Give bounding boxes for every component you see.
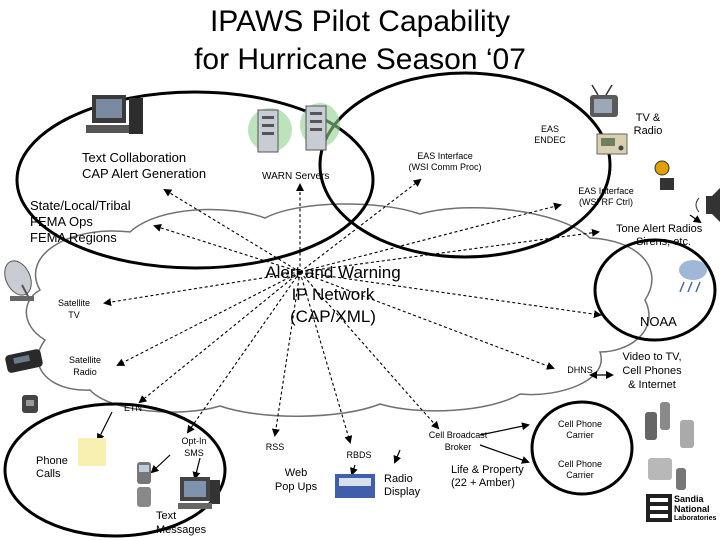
rbds-label: RBDS — [346, 450, 372, 460]
weather-icon — [679, 260, 707, 293]
cloud-label-line-1: Alert and Warning — [265, 263, 401, 282]
television-icon — [590, 84, 618, 117]
eas-interface-comm-label: EAS Interface — [417, 151, 473, 161]
loudspeaker-icon — [695, 188, 720, 222]
phone-ellipse — [3, 402, 227, 538]
sandia-logo-line-3: Laboratories — [674, 515, 717, 522]
network-connectors — [103, 178, 602, 444]
cell-carrier-a-label: Cell Phone — [557, 419, 603, 429]
eas-interface-rf-label: EAS Interface — [578, 186, 634, 196]
endec-label: ENDEC — [534, 135, 566, 145]
cloud-label-line-3: (CAP/XML) — [290, 307, 376, 326]
cell-carrier-a-sub-label: Carrier — [566, 430, 594, 440]
page-title-line-2: for Hurricane Season ‘07 — [194, 43, 526, 76]
page-title-line-1: IPAWS Pilot Capability — [209, 5, 511, 38]
satellite-tv-sub-label: TV — [68, 310, 80, 320]
noaa-label: NOAA — [640, 314, 677, 329]
cell-carrier-ellipse — [530, 400, 634, 496]
fema-regions-label: FEMA Regions — [30, 230, 117, 245]
desktop-computer-icon — [178, 477, 220, 509]
opt-in-label: Opt-In — [181, 436, 207, 446]
video-to-tv-label: Video to TV, — [622, 351, 682, 363]
telephone-icon — [22, 395, 38, 413]
radio-label: Radio — [384, 473, 413, 485]
text-collaboration-label: Text Collaboration — [82, 150, 187, 165]
satellite-dish-icon — [4, 260, 34, 301]
eas-endec-device-icon — [596, 133, 628, 155]
rss-label: RSS — [265, 442, 285, 452]
eas-interface-comm-sub-label: (WSI Comm Proc) — [408, 162, 482, 172]
broker-label: Broker — [444, 442, 472, 452]
tv-radio-sub-label: Radio — [633, 125, 663, 137]
amber-label: (22 + Amber) — [451, 477, 515, 489]
sms-label: SMS — [184, 448, 204, 458]
text-label: Text — [156, 510, 177, 522]
tv-radio-label: TV & — [635, 112, 661, 124]
satellite-radio-label: Satellite — [68, 355, 102, 365]
satellite-radio-sub-label: Radio — [73, 367, 97, 377]
pop-ups-label: Pop Ups — [274, 481, 318, 493]
display-label: Display — [384, 486, 421, 498]
etn-label: ETN — [124, 403, 142, 413]
noaa-ellipse — [593, 238, 717, 342]
state-local-tribal-label: State/Local/Tribal — [30, 198, 131, 213]
sandia-logo-line-1: Sandia — [674, 494, 704, 504]
sirens-label: Sirens, etc. — [636, 236, 692, 248]
sandia-logo-line-2: National — [674, 504, 710, 514]
phone-calls-box — [78, 438, 106, 466]
federal-ellipse — [15, 90, 375, 270]
calls-label: Calls — [36, 468, 61, 480]
cell-carrier-b-label: Cell Phone — [557, 459, 603, 469]
cell-phone-icon — [137, 402, 694, 507]
eas-ellipse — [318, 71, 612, 259]
messages-label: Messages — [156, 524, 207, 536]
satellite-tv-label: Satellite — [57, 298, 91, 308]
computer-workstation-icon — [86, 95, 143, 134]
radio-display-icon — [335, 474, 375, 498]
server-rack-icon — [248, 103, 340, 153]
solid-connectors — [97, 214, 702, 480]
eas-interface-rf-sub-label: (WSI RF Ctrl) — [579, 197, 633, 207]
warn-servers-label: WARN Servers — [262, 171, 330, 182]
sandia-logo-icon — [646, 494, 672, 522]
siren-icon — [654, 160, 674, 190]
cap-alert-generation-label: CAP Alert Generation — [82, 166, 207, 181]
fema-ops-label: FEMA Ops — [30, 214, 93, 229]
tone-alert-radios-label: Tone Alert Radios — [616, 223, 703, 235]
phone-label: Phone — [36, 455, 68, 467]
cell-broadcast-label: Cell Broadcast — [428, 430, 488, 440]
dhns-label: DHNS — [567, 365, 593, 375]
life-property-label: Life & Property — [451, 464, 524, 476]
internet-label: & Internet — [628, 379, 676, 391]
cloud-label-line-2: IP Network — [291, 285, 375, 304]
satellite-radio-icon — [5, 349, 43, 373]
eas-label: EAS — [540, 124, 559, 134]
cell-carrier-b-sub-label: Carrier — [566, 470, 594, 480]
web-label: Web — [284, 467, 308, 479]
cell-phones-label: Cell Phones — [622, 365, 682, 377]
